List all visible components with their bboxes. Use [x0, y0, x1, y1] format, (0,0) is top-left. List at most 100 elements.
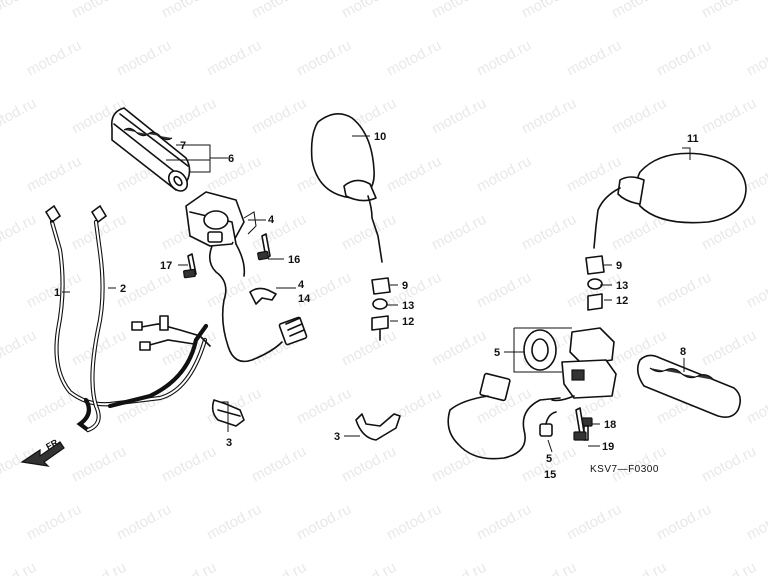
watermark-text: motod.ru	[339, 443, 399, 486]
watermark-text: motod.ru	[474, 501, 534, 544]
right-switch-upper	[523, 327, 615, 371]
watermark-text: motod.ru	[429, 211, 489, 254]
throttle-cable-1	[44, 204, 208, 407]
watermark-text: motod.ru	[339, 211, 399, 254]
callout-6: 6	[228, 153, 234, 165]
watermark-text: motod.ru	[159, 95, 219, 138]
watermark-text: motod.ru	[519, 559, 579, 576]
leader-lines	[62, 135, 691, 453]
watermark-text: motod.ru	[159, 559, 219, 576]
callout-13-left: 13	[402, 300, 414, 312]
watermark-text: motod.ru	[339, 0, 399, 22]
mirror-adapter-left	[371, 277, 391, 341]
watermark-text: motod.ru	[429, 327, 489, 370]
watermark-text: motod.ru	[474, 269, 534, 312]
callout-10: 10	[374, 131, 386, 143]
wire-band-3-center	[355, 413, 401, 441]
watermark-text: motod.ru	[0, 95, 39, 138]
wire-clamp-14	[249, 287, 277, 305]
watermark-text: motod.ru	[24, 37, 84, 80]
watermark-text: motod.ru	[0, 0, 39, 22]
callout-3-center: 3	[334, 431, 340, 443]
watermark-text: motod.ru	[699, 0, 759, 22]
right-switch-lower	[551, 359, 617, 402]
watermark-text: motod.ru	[429, 95, 489, 138]
watermark-text: motod.ru	[24, 153, 84, 196]
left-wire-connector	[278, 316, 308, 346]
callout-8: 8	[680, 346, 686, 358]
watermark-text: motod.ru	[114, 37, 174, 80]
watermark-text: motod.ru	[519, 211, 579, 254]
watermark-text: motod.ru	[24, 385, 84, 428]
watermark-text: motod.ru	[114, 501, 174, 544]
watermark-text: motod.ru	[744, 153, 768, 196]
watermark-text: motod.ru	[114, 385, 174, 428]
watermark-text: motod.ru	[204, 501, 264, 544]
watermark-text: motod.ru	[294, 37, 354, 80]
callout-5-upper: 5	[494, 347, 500, 359]
callout-1: 1	[54, 287, 60, 299]
watermark-text: motod.ru	[654, 501, 714, 544]
watermark-text: motod.ru	[249, 559, 309, 576]
callouts: 7 6 10 11 4 17 16 4 14 1 2 9 13 12 9 13 …	[44, 131, 698, 481]
callout-11: 11	[687, 133, 699, 145]
watermark-text: motod.ru	[474, 37, 534, 80]
watermark-text: motod.ru	[429, 0, 489, 22]
watermark-text: motod.ru	[609, 95, 669, 138]
callout-3-left: 3	[226, 437, 232, 449]
bolt-16	[257, 233, 271, 261]
front-direction-arrow	[20, 441, 65, 467]
watermark-text: motod.ru	[744, 501, 768, 544]
watermark-text: motod.ru	[384, 37, 444, 80]
watermark-text: motod.ru	[159, 443, 219, 486]
callout-19: 19	[602, 441, 614, 453]
bolt-17	[183, 253, 197, 279]
watermark-text: motod.ru	[429, 443, 489, 486]
diagram-code: KSV7—F0300	[590, 464, 659, 475]
right-wire-connector	[447, 372, 561, 460]
watermark-text: motod.ru	[744, 269, 768, 312]
watermark-text: motod.ru	[564, 153, 624, 196]
callout-4-upper: 4	[268, 214, 275, 226]
watermark-text: motod.ru	[429, 559, 489, 576]
callout-5-lower: 5	[546, 453, 552, 465]
callout-12-right: 12	[616, 295, 628, 307]
throttle-cable-2	[76, 204, 209, 433]
throttle-grip	[110, 107, 191, 192]
callout-9-right: 9	[616, 260, 622, 272]
callout-16: 16	[288, 254, 300, 266]
watermark-text: motod.ru	[654, 269, 714, 312]
watermark-text: motod.ru	[654, 37, 714, 80]
watermark-text: motod.ru	[249, 0, 309, 22]
watermark-text: motod.ru	[69, 559, 129, 576]
callout-7: 7	[180, 140, 186, 152]
harness-connectors	[131, 315, 211, 351]
watermark-text: motod.ru	[69, 443, 129, 486]
watermark-text: motod.ru	[699, 443, 759, 486]
watermark-text: motod.ru	[609, 559, 669, 576]
mirror-adapter-right	[585, 255, 605, 311]
watermark-text: motod.ru	[564, 501, 624, 544]
watermark-text: motod.ru	[159, 0, 219, 22]
watermark-text: motod.ru	[384, 501, 444, 544]
watermark-text: motod.ru	[24, 501, 84, 544]
watermark-text: motod.ru	[339, 327, 399, 370]
watermark-text: motod.ru	[699, 559, 759, 576]
callout-14: 14	[298, 293, 311, 305]
watermark-text: motod.ru	[0, 327, 39, 370]
callout-9-left: 9	[402, 280, 408, 292]
watermark-text: motod.ru	[609, 0, 669, 22]
callout-2: 2	[120, 283, 126, 295]
callout-4-lower: 4	[298, 279, 305, 291]
callout-18: 18	[604, 419, 616, 431]
watermark-text: motod.ru	[519, 95, 579, 138]
watermark-text: motod.ru	[339, 559, 399, 576]
watermark-text: motod.ru	[699, 327, 759, 370]
watermark-text: motod.ru	[0, 559, 39, 576]
bolt-19	[573, 407, 587, 441]
front-stop-switch-15	[539, 411, 557, 437]
right-grip	[636, 354, 742, 418]
watermark-text: motod.ru	[249, 443, 309, 486]
watermark-text: motod.ru	[519, 0, 579, 22]
watermark-text: motod.ru	[69, 0, 129, 22]
